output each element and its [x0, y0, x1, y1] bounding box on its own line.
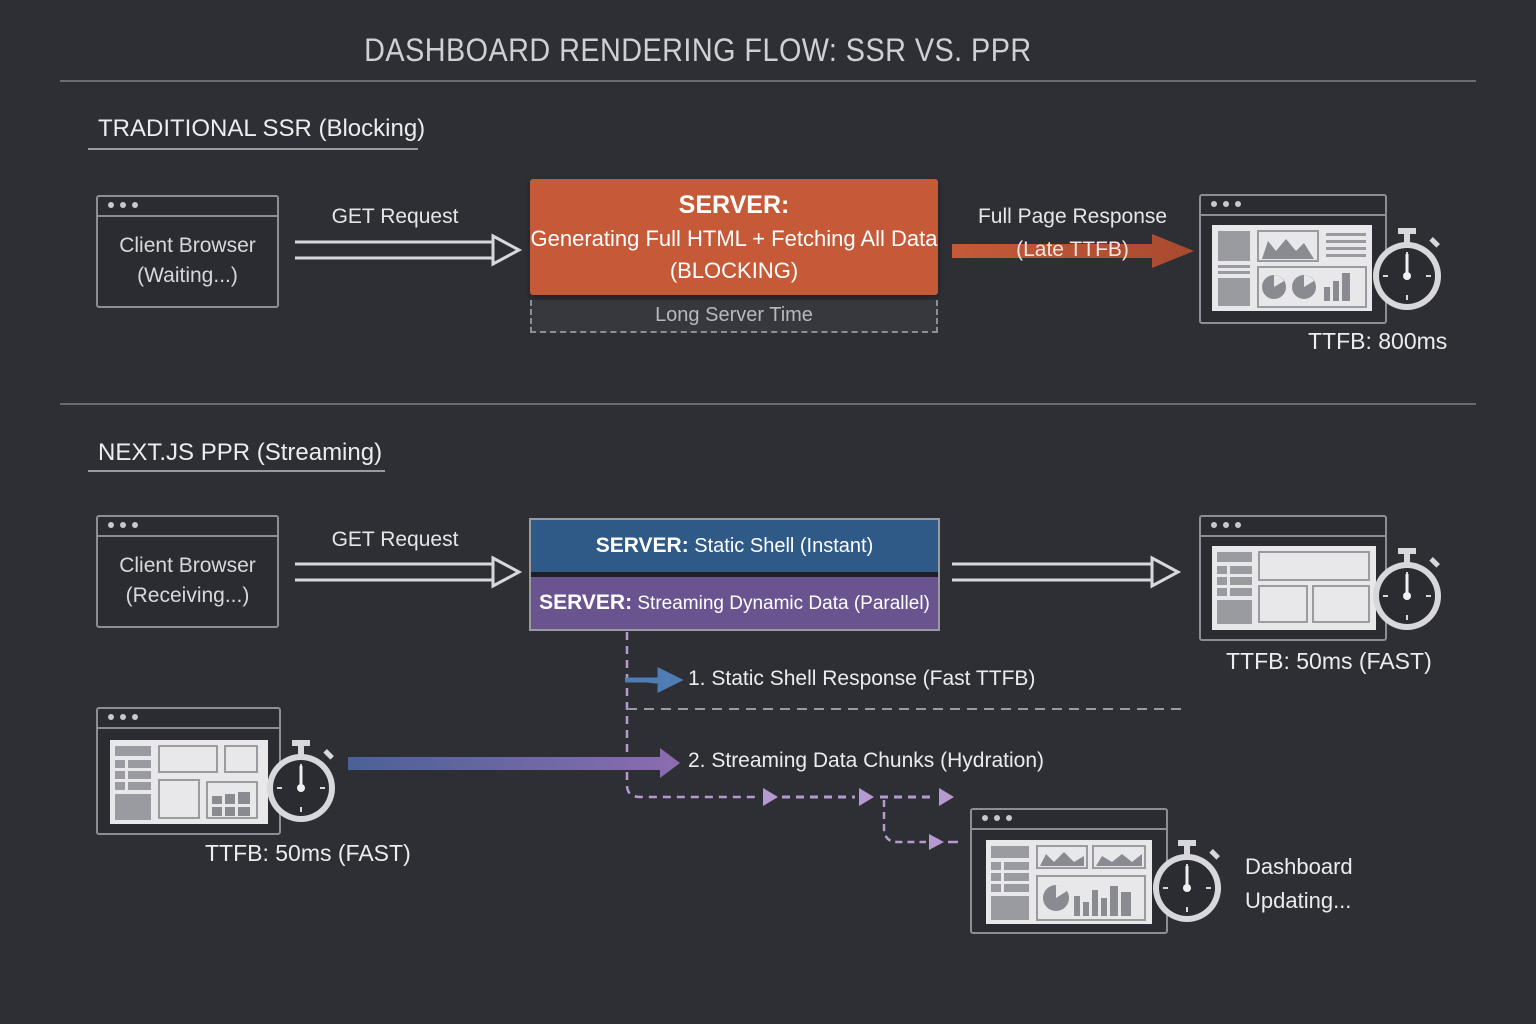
ppr-client-browser: Client Browser (Receiving...)	[96, 515, 279, 628]
ppr-response-arrow-icon	[952, 555, 1182, 589]
stopwatch-icon	[1153, 840, 1221, 922]
ssr-client-browser: Client Browser (Waiting...)	[96, 195, 279, 308]
dashboard-status-line2: Updating...	[1245, 888, 1352, 913]
ppr-request-label: GET Request	[331, 528, 459, 551]
window-dots-icon	[108, 522, 138, 528]
stopwatch-icon	[1373, 228, 1441, 310]
ssr-server-heading: SERVER:	[678, 191, 790, 219]
ssr-response-label: Full Page Response	[977, 205, 1168, 228]
title-divider	[60, 80, 1476, 82]
ppr-client-shell-window	[96, 707, 281, 835]
ppr-client-status: (Receiving...)	[125, 584, 250, 607]
dashboard-status-line1: Dashboard	[1245, 854, 1353, 879]
static-shell-arrow	[625, 666, 684, 694]
diagram-title: DASHBOARD RENDERING FLOW: SSR VS. PPR	[364, 32, 1032, 68]
ppr-updating-window	[970, 808, 1168, 934]
ppr-stream-text: Streaming Dynamic Data (Parallel)	[637, 593, 930, 614]
ssr-ttfb: TTFB: 800ms	[1308, 328, 1448, 354]
stopwatch-icon	[1373, 548, 1441, 630]
ppr-request-arrow-icon	[295, 555, 523, 589]
section-divider	[60, 403, 1476, 405]
ssr-server-description: Generating Full HTML + Fetching All Data	[530, 226, 938, 251]
ssr-response-arrow-icon	[952, 234, 1194, 268]
ppr-client-label: Client Browser	[119, 554, 256, 577]
ssr-server-blocking: (BLOCKING)	[669, 258, 799, 283]
ppr-section-title: NEXT.JS PPR (Streaming)	[98, 439, 383, 466]
ppr-server-box: SERVER: Static Shell (Instant) SERVER: S…	[529, 518, 940, 631]
stopwatch-icon	[267, 740, 335, 822]
ssr-response-sublabel: (Late TTFB)	[1016, 238, 1129, 261]
window-dots-icon	[1211, 201, 1241, 207]
ssr-server-box: SERVER: Generating Full HTML + Fetching …	[530, 179, 938, 295]
ppr-section-underline	[88, 470, 385, 472]
ppr-static-text: Static Shell (Instant)	[694, 535, 874, 557]
ppr-shell-window	[1199, 515, 1387, 641]
window-dots-icon	[108, 714, 138, 720]
ppr-server-static: SERVER: Static Shell (Instant)	[531, 520, 938, 572]
ppr-server-stream: SERVER: Streaming Dynamic Data (Parallel…	[531, 577, 938, 629]
ppr-ttfb-left: TTFB: 50ms (FAST)	[205, 840, 411, 866]
ssr-dashboard-window	[1199, 194, 1387, 324]
window-dots-icon	[108, 202, 138, 208]
step-static-shell: 1. Static Shell Response (Fast TTFB)	[688, 667, 1036, 690]
ppr-stream-heading: SERVER:	[539, 591, 633, 614]
window-dots-icon	[982, 815, 1012, 821]
ppr-ttfb-right: TTFB: 50ms (FAST)	[1226, 648, 1432, 674]
ppr-static-heading: SERVER:	[595, 534, 689, 557]
step-streaming-chunks: 2. Streaming Data Chunks (Hydration)	[688, 749, 1044, 772]
static-shell-icon	[1212, 546, 1376, 630]
long-server-time: Long Server Time	[530, 300, 938, 333]
window-dots-icon	[1211, 522, 1241, 528]
ssr-client-label: Client Browser	[119, 234, 256, 257]
ssr-client-status: (Waiting...)	[137, 264, 238, 287]
ssr-section-title: TRADITIONAL SSR (Blocking)	[98, 115, 426, 142]
ssr-section-underline	[88, 148, 418, 150]
ssr-request-label: GET Request	[331, 205, 459, 228]
partial-dashboard-icon	[110, 740, 268, 824]
updating-dashboard-icon	[986, 840, 1152, 924]
streaming-chunks-arrow	[348, 748, 680, 778]
dashboard-status: Dashboard Updating...	[1245, 850, 1353, 918]
full-dashboard-icon	[1212, 225, 1372, 311]
ssr-request-arrow-icon	[295, 233, 523, 267]
